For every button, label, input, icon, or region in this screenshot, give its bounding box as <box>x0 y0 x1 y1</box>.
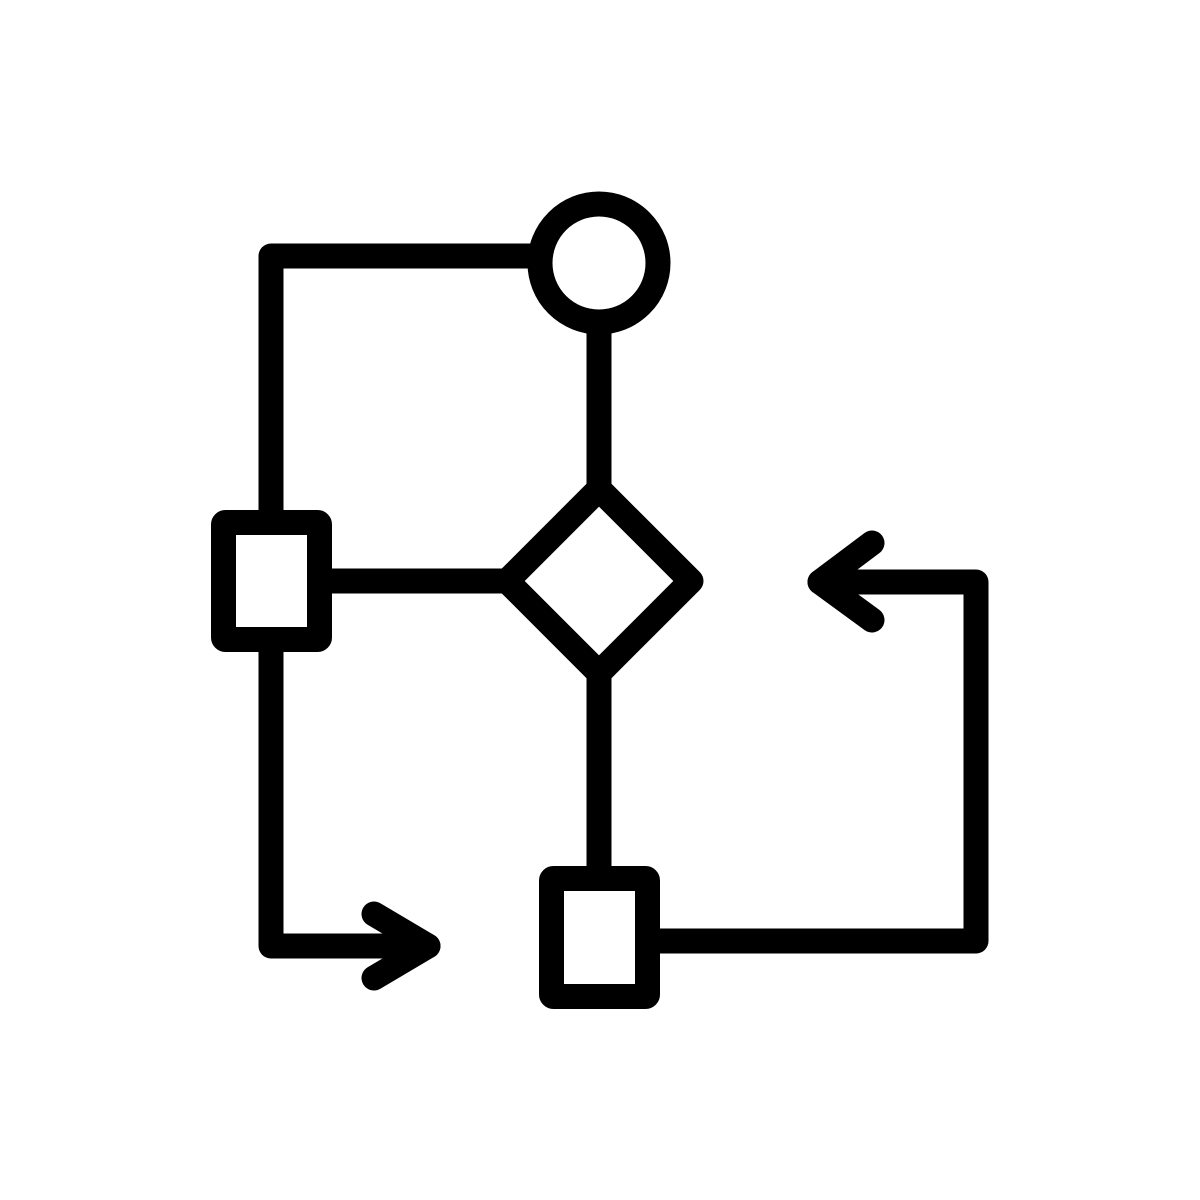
connector-start-to-left <box>258 243 553 535</box>
process-node-bottom <box>539 866 660 1009</box>
process-node-left <box>211 510 332 652</box>
arrow-left-icon <box>807 530 885 633</box>
decision-node-diamond <box>494 476 704 686</box>
arrow-right-icon <box>361 901 441 991</box>
start-node-circle <box>527 191 671 335</box>
connector-loop-back <box>635 569 989 954</box>
connector-left-output <box>258 627 441 959</box>
